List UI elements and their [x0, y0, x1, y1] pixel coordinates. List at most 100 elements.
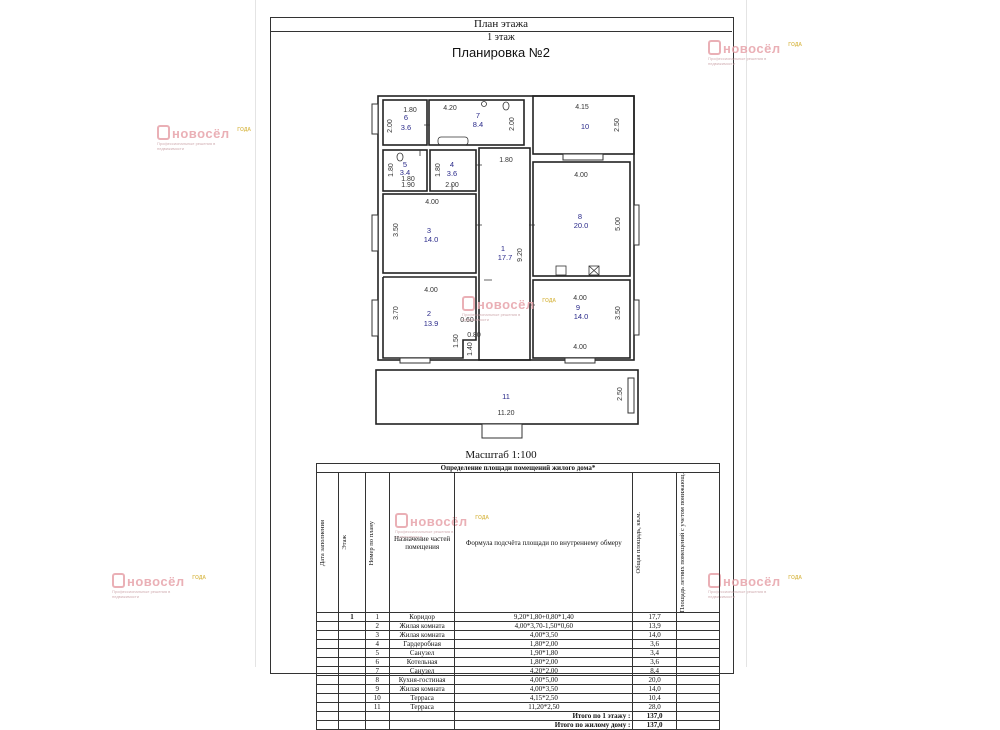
date-cell: [315, 666, 340, 677]
dim: 0.60: [460, 317, 474, 324]
room-9-area: 14.0: [574, 312, 589, 321]
floor-cell: [338, 675, 366, 686]
dim: 1.80: [499, 157, 513, 164]
formula-cell: 4,20*2,00: [454, 666, 634, 677]
window: [627, 377, 635, 414]
area-cell: 3,4: [632, 648, 677, 659]
watermark-year: ГОДА: [237, 127, 251, 133]
watermark-logo: новосёл Профессиональные решения в недви…: [157, 125, 251, 151]
room-3-num: 3: [427, 226, 431, 235]
table-caption: Определение площади помещений жилого дом…: [316, 463, 720, 473]
floor-plan: 6 3.6 7 8.4 10 5 3.4 4 3.6 3 14.0 1 17.7…: [371, 95, 640, 439]
date-cell: [315, 702, 340, 713]
plan-no-cell: 11: [364, 702, 390, 713]
toilet-icon: [396, 152, 404, 162]
window: [399, 357, 431, 364]
scale-label: Масштаб 1:100: [465, 449, 537, 461]
purpose-cell: Терраса: [388, 702, 456, 713]
dim: 3.70: [393, 306, 400, 320]
area-cell: 13,9: [632, 621, 677, 632]
dim: 1.80: [401, 176, 415, 183]
plan-no-cell: 7: [364, 666, 390, 677]
dim: 1.80: [435, 163, 442, 177]
dim: 4.20: [443, 105, 457, 112]
dim: 2.00: [509, 117, 516, 131]
area-cell: 3,6: [632, 639, 677, 650]
dim: 3.50: [393, 223, 400, 237]
formula-cell: 1,80*2,00: [454, 657, 634, 668]
room-3-outline: [382, 193, 477, 274]
floor-cell: [338, 639, 366, 650]
watermark-logo: новосёл Профессиональные решения в недви…: [462, 296, 556, 322]
watermark-year: ГОДА: [542, 298, 556, 304]
adjusted-cell: [675, 621, 721, 632]
col-header-formula: Формула подсчёта площади по внутреннему …: [454, 471, 634, 614]
purpose-cell: Санузел: [388, 648, 456, 659]
plan-no-cell: 1: [364, 612, 390, 623]
floor-label: 1 этаж: [487, 32, 515, 43]
room-11-num: 11: [502, 392, 510, 401]
plan-no-cell: 10: [364, 693, 390, 704]
floor-cell: [338, 666, 366, 677]
dim: 4.00: [573, 344, 587, 351]
sink-counter-icon: [588, 265, 600, 276]
plan-no-cell: 2: [364, 621, 390, 632]
purpose-cell: Санузел: [388, 666, 456, 677]
room-8-area: 20.0: [574, 221, 589, 230]
floor-cell: 1: [338, 612, 366, 623]
corridor-outline: [478, 147, 531, 361]
total-house-value: 137,0: [632, 720, 677, 730]
purpose-cell: Жилая комната: [388, 621, 456, 632]
col-header-date: Дата заполнения: [319, 519, 326, 566]
door-marks: [419, 124, 535, 306]
adjusted-cell: [675, 666, 721, 677]
dim: 5.00: [615, 217, 622, 231]
room-5-num: 5: [403, 160, 407, 169]
floor-cell: [338, 621, 366, 632]
dim: 4.00: [574, 172, 588, 179]
room-6-outline: [382, 99, 428, 146]
col-header-floor: Этаж: [341, 535, 349, 550]
dim: 1.80: [403, 107, 417, 114]
adjusted-cell: [675, 648, 721, 659]
watermark-tagline: Профессиональные решения в недвижимости: [157, 141, 216, 151]
window: [633, 204, 640, 246]
room-5-area: 3.4: [400, 168, 410, 177]
total-house-label: Итого по жилому дому :: [454, 720, 634, 730]
adjusted-cell: [675, 639, 721, 650]
formula-cell: 4,00*3,50: [454, 684, 634, 695]
dim: 4.00: [424, 287, 438, 294]
plan-no-cell: 6: [364, 657, 390, 668]
watermark-year: ГОДА: [192, 575, 206, 581]
floor-cell: [338, 684, 366, 695]
bathtub-icon: [437, 136, 469, 146]
formula-cell: 9,20*1,80+0,80*1,40: [454, 612, 634, 623]
area-cell: 28,0: [632, 702, 677, 713]
area-cell: 20,0: [632, 675, 677, 686]
stove-icon: [555, 265, 567, 276]
room-4-num: 4: [450, 160, 454, 169]
watermark-brand: новосёл: [723, 41, 781, 56]
date-cell: [315, 657, 340, 668]
dim: 11.20: [498, 410, 515, 417]
room-1-num: 1: [501, 244, 505, 253]
purpose-cell: Котельная: [388, 657, 456, 668]
plan-no-cell: 9: [364, 684, 390, 695]
date-cell: [315, 684, 340, 695]
dim: 4.00: [425, 199, 439, 206]
room-2-outline: [382, 276, 477, 359]
window: [564, 357, 596, 364]
date-cell: [315, 693, 340, 704]
plan-no-cell: 3: [364, 630, 390, 641]
watermark-tagline: Профессиональные решения в недвижимости: [112, 589, 171, 599]
dim: 0.80: [467, 332, 481, 339]
purpose-cell: Жилая комната: [388, 630, 456, 641]
area-cell: 17,7: [632, 612, 677, 623]
adjusted-cell: [675, 657, 721, 668]
area-table: Определение площади помещений жилого дом…: [315, 463, 721, 730]
date-cell: [315, 612, 340, 623]
